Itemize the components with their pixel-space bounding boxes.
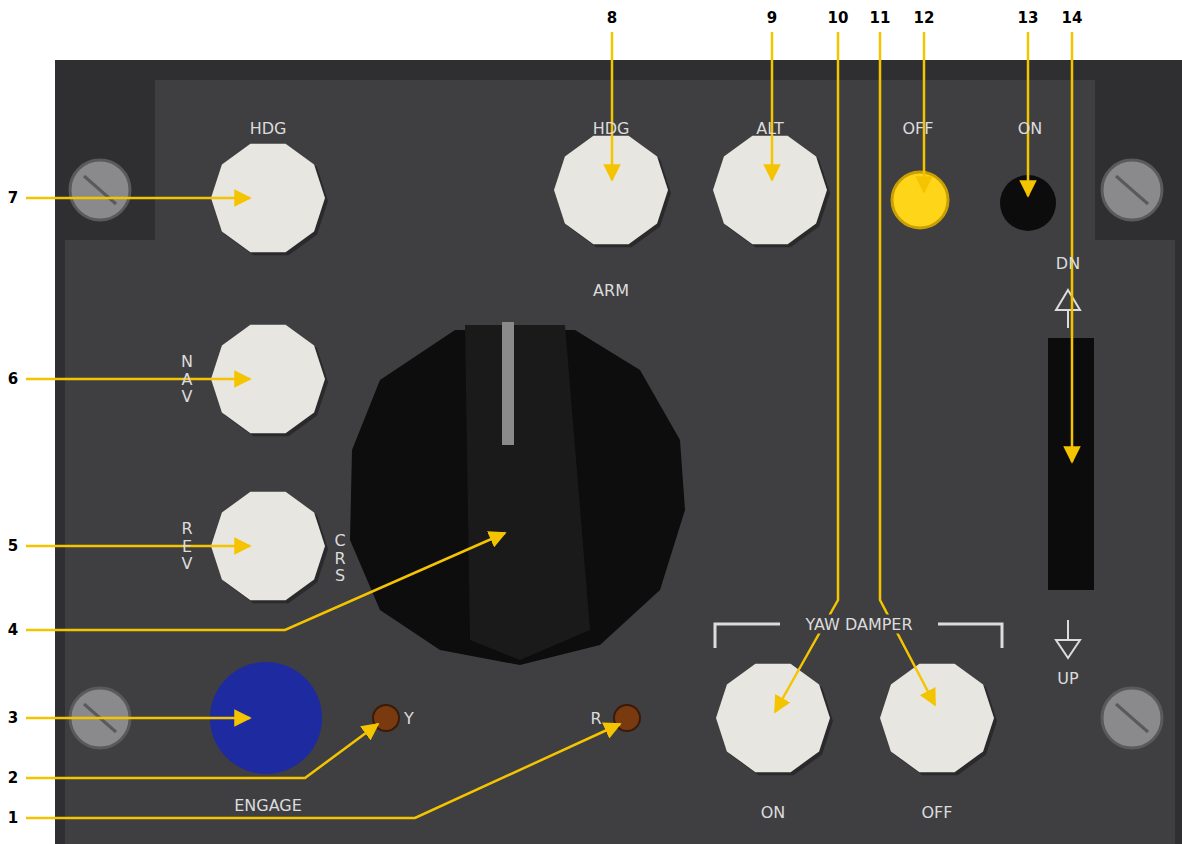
callout-number: 12 — [914, 9, 935, 27]
panel-label: HDG — [250, 119, 287, 138]
panel-label: R — [590, 709, 601, 728]
screw — [70, 160, 1162, 748]
panel-label: UP — [1057, 669, 1078, 688]
callout-number: 1 — [8, 809, 18, 827]
callout-number: 9 — [767, 9, 777, 27]
callout-number: 8 — [607, 9, 617, 27]
panel-label: ARM — [593, 281, 629, 300]
indicator-light — [373, 705, 399, 731]
panel-label: DN — [1056, 254, 1080, 273]
callout-number: 6 — [8, 370, 18, 388]
panel-label: OFF — [922, 803, 953, 822]
callout-number: 3 — [8, 709, 18, 727]
panel-label: ON — [1018, 119, 1043, 138]
indicator-light — [614, 705, 640, 731]
panel-label: ENGAGE — [234, 796, 302, 815]
callout-number: 5 — [8, 537, 18, 555]
callout-number: 2 — [8, 769, 18, 787]
panel-face — [65, 240, 1175, 844]
off-light — [892, 172, 948, 228]
callout-number: 13 — [1018, 9, 1039, 27]
panel-label: CRS — [332, 532, 348, 585]
panel-label: REV — [179, 520, 195, 573]
callout-number: 4 — [8, 621, 18, 639]
panel-housing — [55, 60, 1182, 844]
panel-face — [65, 80, 1175, 844]
leader-line — [26, 32, 1072, 818]
panel-label: HDG — [593, 119, 630, 138]
trim-arrow — [1056, 290, 1080, 310]
callout-number: 10 — [828, 9, 849, 27]
panel-label: ALT — [756, 119, 783, 138]
panel-label: NAV — [179, 353, 195, 406]
panel-label: Y — [404, 709, 414, 728]
bracket — [938, 624, 1002, 648]
callout-number: 14 — [1062, 9, 1083, 27]
panel-label: OFF — [903, 119, 934, 138]
panel-label: ON — [761, 803, 786, 822]
callout-number: 7 — [8, 189, 18, 207]
panel-label: YAW DAMPER — [799, 615, 918, 634]
bracket — [715, 624, 780, 648]
callout-number: 11 — [870, 9, 891, 27]
